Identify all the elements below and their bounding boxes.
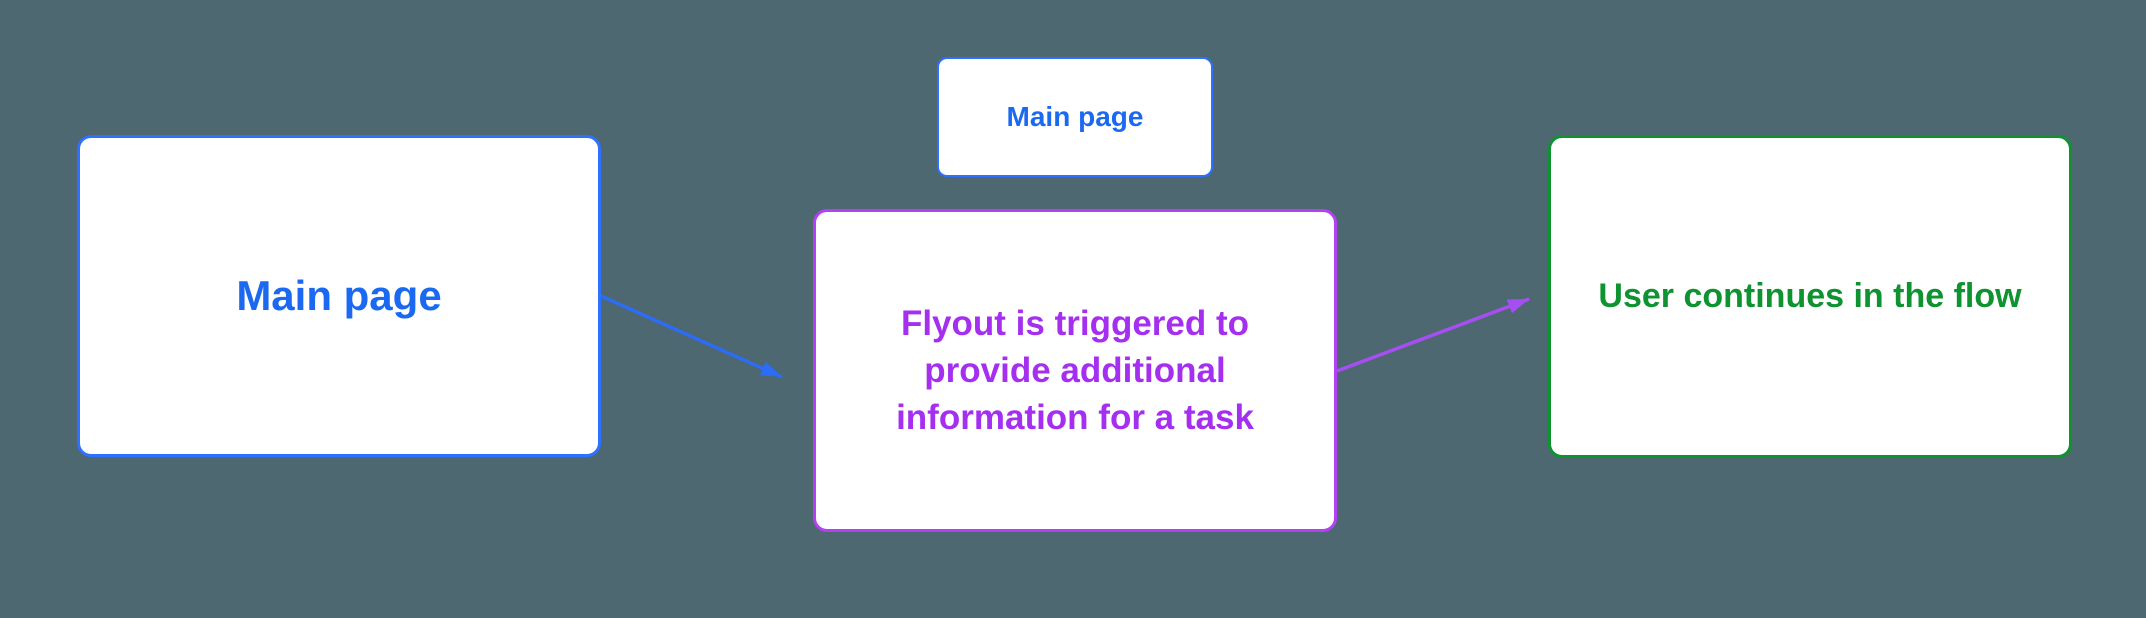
node-user-continues: User continues in the flow: [1548, 135, 2072, 458]
edge-flyout-to-continue: [1336, 297, 1530, 373]
node-label: Flyout is triggered to provide additiona…: [878, 300, 1272, 441]
node-label: Main page: [236, 272, 442, 319]
node-label: Main page: [1006, 101, 1144, 132]
edge-main-to-flyout: [600, 294, 783, 379]
node-main-page-small: Main page: [937, 57, 1213, 177]
node-label: User continues in the flow: [1598, 277, 2022, 315]
node-flyout: Flyout is triggered to provide additiona…: [813, 209, 1337, 532]
label-line: information for a task: [896, 398, 1254, 437]
label-line: Flyout is triggered to: [900, 304, 1250, 343]
node-main-page: Main page: [77, 135, 601, 457]
label-line: provide additional: [924, 351, 1226, 390]
